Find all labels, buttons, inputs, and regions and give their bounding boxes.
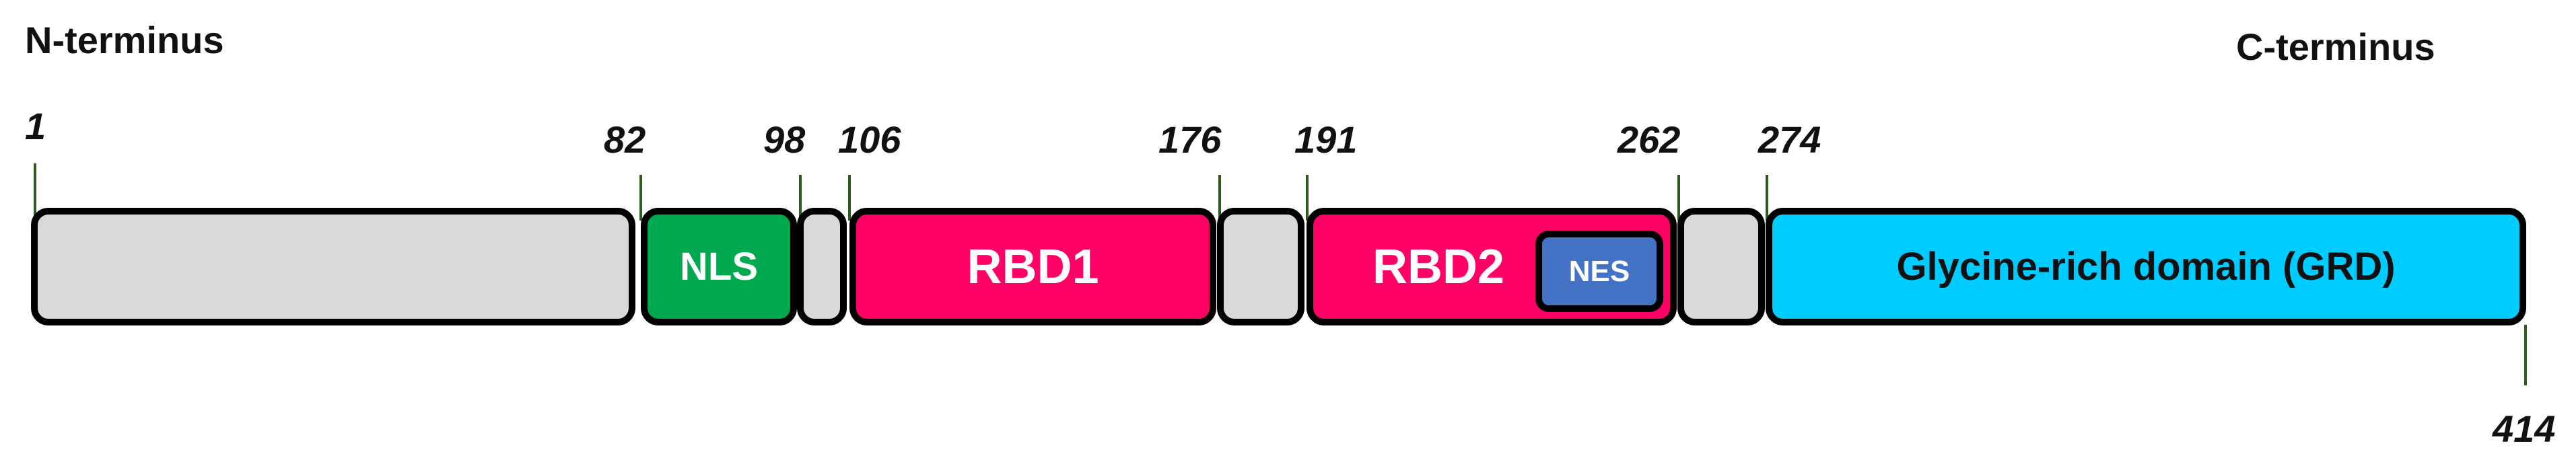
tick-262 bbox=[1677, 175, 1680, 221]
rbd2-label: RBD2 bbox=[1372, 239, 1505, 294]
position-label-414: 414 bbox=[2493, 408, 2556, 450]
position-label-176: 176 bbox=[1158, 118, 1222, 161]
tick-106 bbox=[848, 175, 851, 221]
position-label-1: 1 bbox=[25, 105, 46, 147]
tick-414 bbox=[2524, 325, 2527, 385]
rbd1-domain: RBD1 bbox=[849, 208, 1216, 325]
tick-82 bbox=[639, 175, 642, 221]
nls-domain: NLS bbox=[641, 208, 797, 325]
tick-274 bbox=[1766, 175, 1768, 221]
position-label-82: 82 bbox=[604, 118, 646, 161]
tick-191 bbox=[1306, 175, 1309, 221]
linker-segment-98-106 bbox=[797, 208, 847, 325]
position-label-274: 274 bbox=[1758, 118, 1821, 161]
glycine-rich-domain: Glycine-rich domain (GRD) bbox=[1766, 208, 2526, 325]
position-label-262: 262 bbox=[1617, 118, 1681, 161]
n-terminus-label: N-terminus bbox=[25, 19, 224, 61]
position-label-106: 106 bbox=[838, 118, 901, 161]
c-terminus-label: C-terminus bbox=[2236, 26, 2435, 68]
linker-segment-1-81 bbox=[31, 208, 635, 325]
tick-1 bbox=[34, 163, 36, 221]
nes-domain: NES bbox=[1535, 231, 1663, 312]
position-label-191: 191 bbox=[1294, 118, 1358, 161]
tick-176 bbox=[1218, 175, 1221, 221]
linker-segment-262-274 bbox=[1677, 208, 1765, 325]
tick-98 bbox=[799, 175, 802, 221]
position-label-98: 98 bbox=[763, 118, 806, 161]
rbd2-domain: RBD2 NES bbox=[1307, 208, 1677, 325]
linker-segment-176-191 bbox=[1217, 208, 1304, 325]
